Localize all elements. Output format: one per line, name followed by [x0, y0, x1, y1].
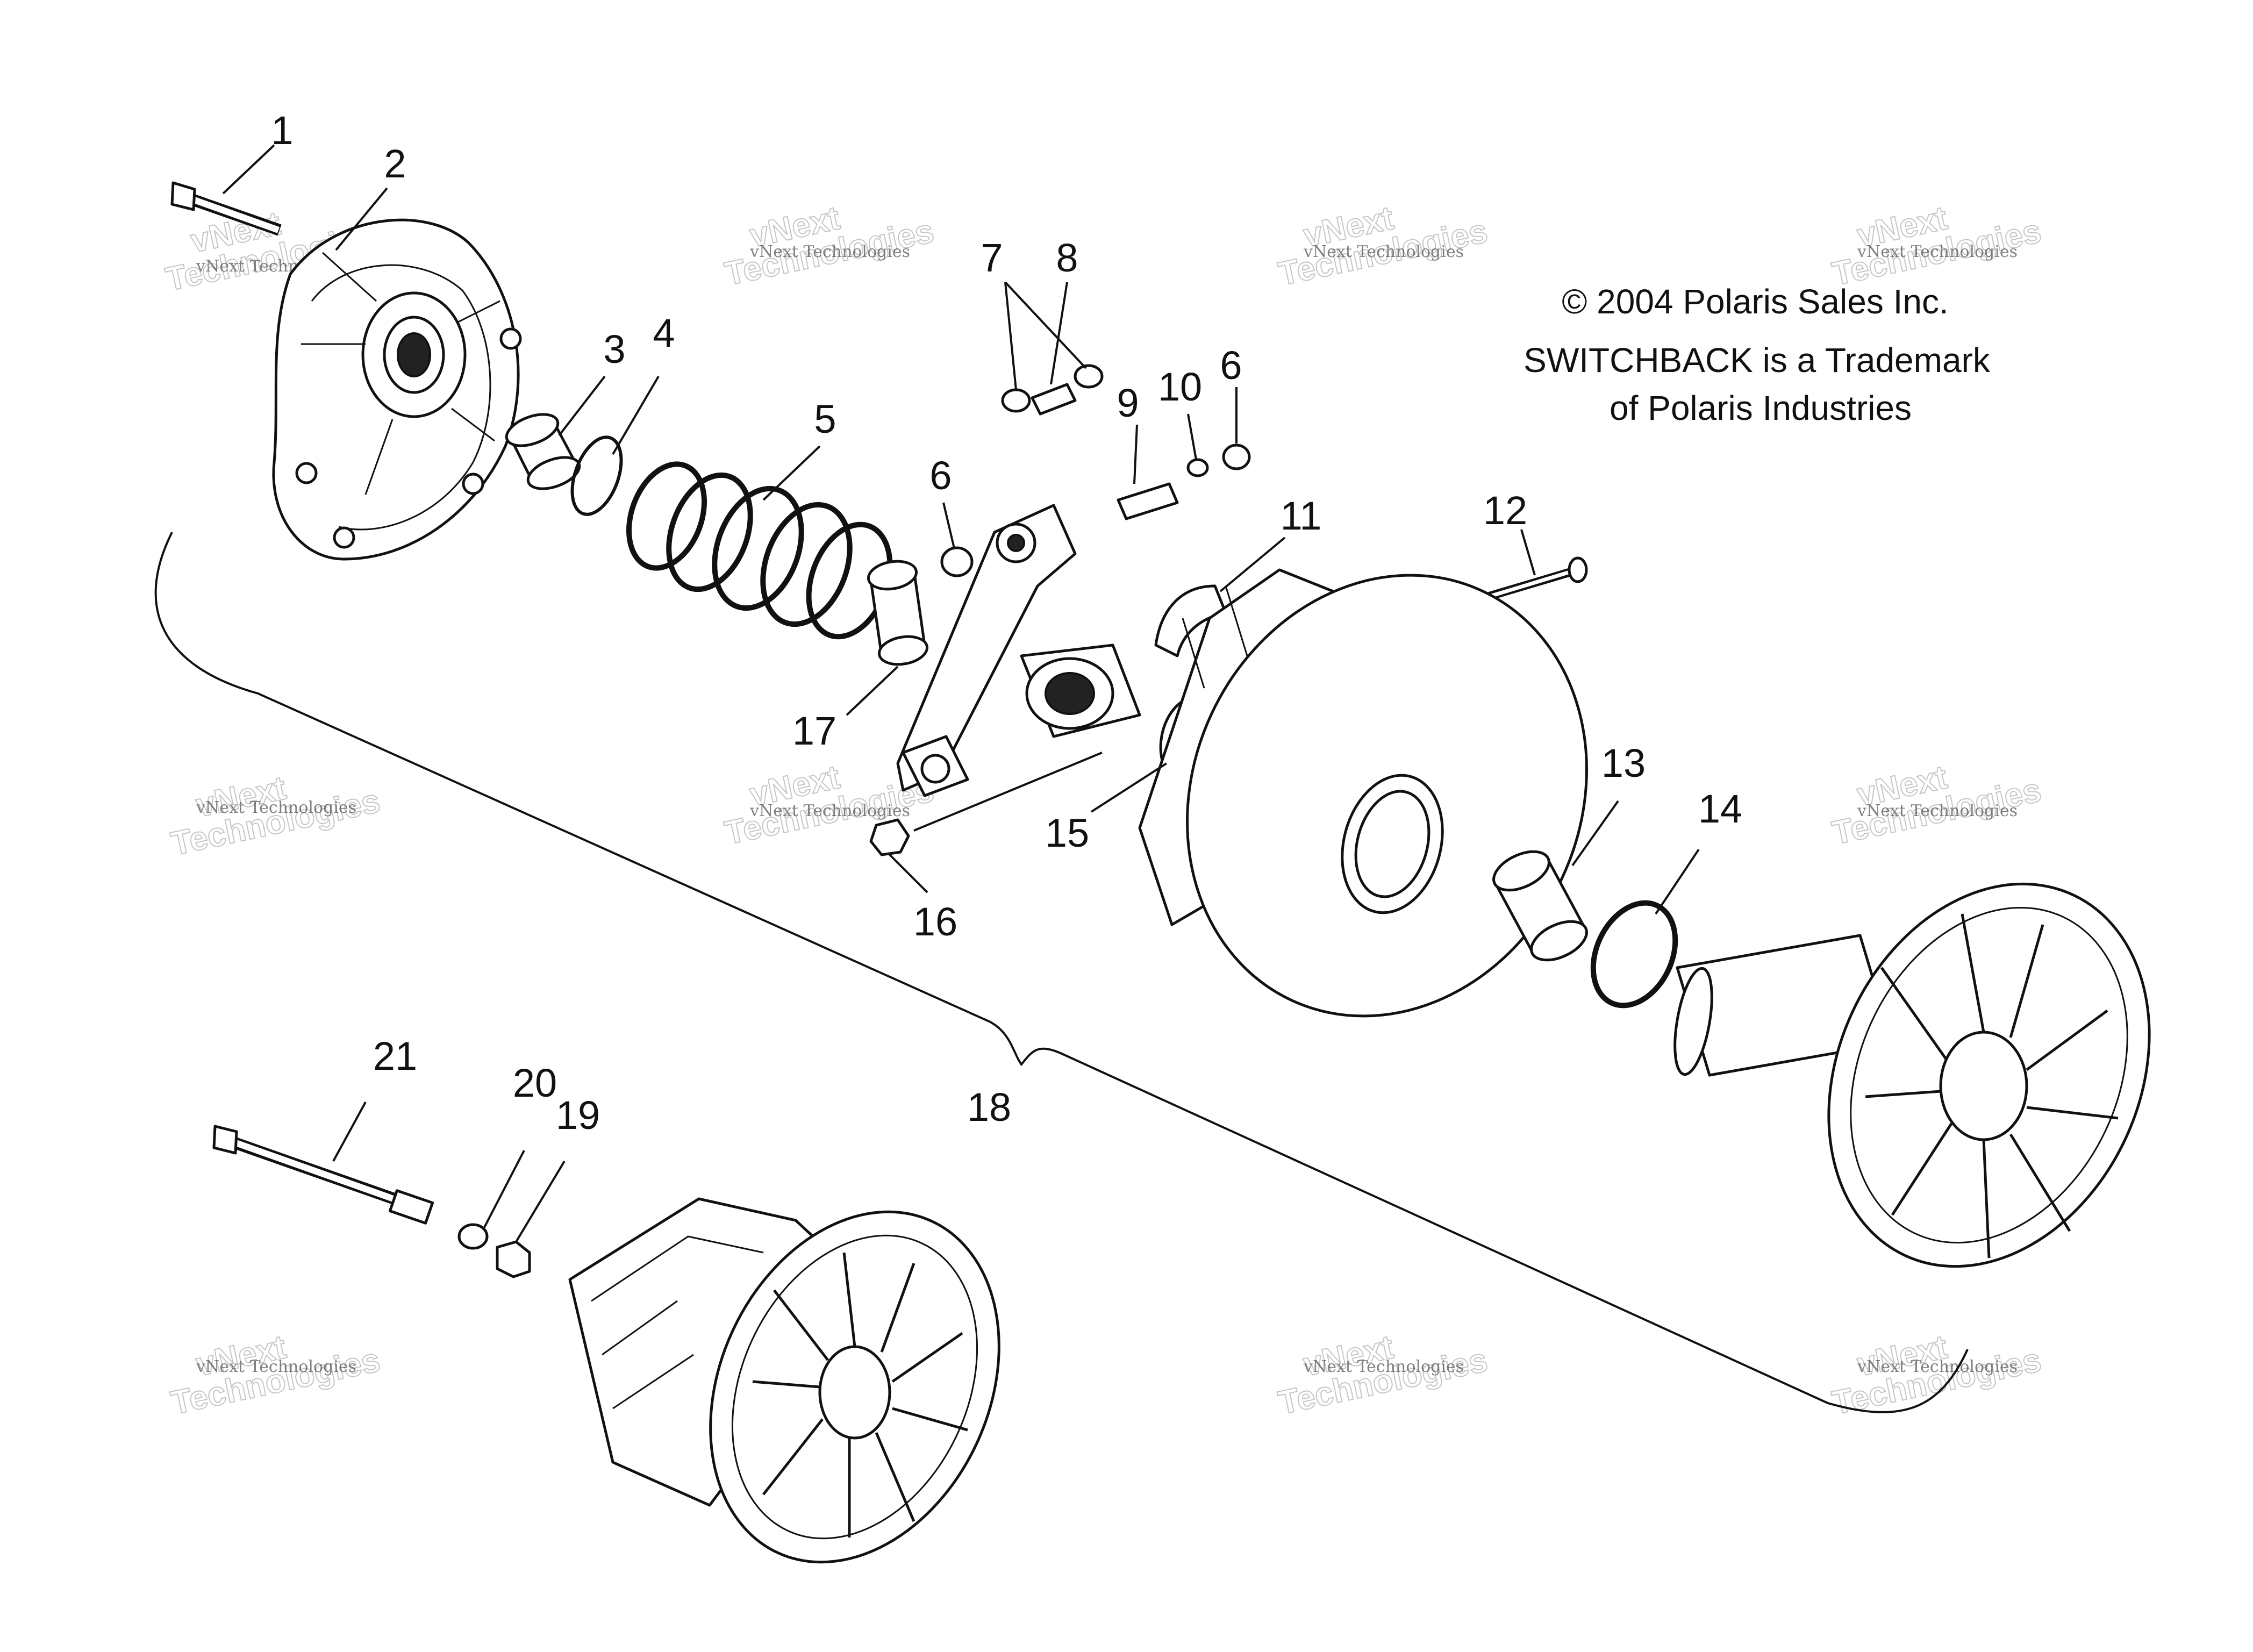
callout-15: 15 [1045, 811, 1089, 855]
watermark-small: vNext Technologies [196, 1357, 356, 1376]
callout-12: 12 [1483, 488, 1527, 533]
callout-19: 19 [556, 1093, 600, 1138]
moveable-sheave-part [1138, 568, 1588, 1018]
watermark-small: vNext Technologies [196, 798, 356, 817]
callout-18: 18 [967, 1085, 1011, 1129]
bolt-21-part [212, 1125, 434, 1225]
callout-13: 13 [1601, 741, 1646, 785]
callout-17: 17 [792, 709, 836, 753]
cam-weight-part [1154, 584, 1227, 657]
watermark-small: vNext Technologies [749, 802, 910, 820]
watermark-small: vNext Technologies [1857, 242, 2018, 261]
pin-and-washers-part [1001, 364, 1104, 416]
callout-4: 4 [653, 311, 675, 355]
callout-7: 7 [981, 235, 1003, 280]
leader-lines [222, 144, 1700, 1243]
callout-9: 9 [1117, 381, 1139, 425]
seal-ring-part [1590, 900, 1678, 1009]
fixed-sheave-part [1673, 882, 2151, 1268]
copyright-block: © 2004 Polaris Sales Inc. SWITCHBACK is … [1524, 282, 1991, 427]
callout-16: 16 [913, 899, 957, 944]
trademark-owner-line: of Polaris Industries [1610, 389, 1912, 427]
callout-8: 8 [1056, 235, 1078, 280]
watermark-small: vNext Technologies [1857, 1357, 2018, 1376]
callout-5: 5 [814, 397, 836, 441]
copyright-line: © 2004 Polaris Sales Inc. [1562, 282, 1949, 321]
spider-arm-part [896, 504, 1141, 797]
spring-part [626, 461, 893, 640]
assembly-bracket-18 [154, 532, 1969, 1413]
callout-6-right: 6 [1220, 343, 1242, 388]
callout-2: 2 [384, 141, 406, 186]
bushing-part [505, 413, 581, 490]
nut-19-part [496, 1240, 531, 1278]
watermark-small: vNext Technologies [1857, 802, 2018, 820]
bolt-part [170, 181, 282, 236]
screw-part [1477, 556, 1588, 604]
snap-ring-part [570, 435, 623, 516]
callout-3: 3 [603, 327, 625, 371]
callout-labels: 1 2 3 4 5 6 6 7 8 9 10 11 12 13 14 15 16… [271, 108, 1742, 1138]
assembled-clutch-part [568, 1197, 1000, 1564]
trademark-line: SWITCHBACK is a Trademark [1524, 341, 1991, 380]
roller-pin-part [1117, 444, 1251, 520]
callout-1: 1 [271, 108, 293, 153]
callout-11: 11 [1281, 494, 1322, 538]
callout-6-left: 6 [929, 453, 952, 498]
roller-part [940, 546, 974, 577]
watermark-small: vNext Technologies [1303, 1357, 1464, 1376]
sheave-bushing-part [1492, 850, 1588, 962]
callout-14: 14 [1698, 786, 1742, 831]
callout-10: 10 [1158, 364, 1202, 409]
watermark-small: vNext Technologies [1303, 242, 1464, 261]
washer-20-part [457, 1223, 489, 1250]
nut-part [869, 818, 910, 856]
spring-cup-part [867, 560, 929, 666]
watermark-small: vNext Technologies [749, 242, 910, 261]
cover-plate-part [272, 218, 522, 561]
callout-20: 20 [513, 1061, 557, 1105]
callout-21: 21 [373, 1034, 417, 1078]
